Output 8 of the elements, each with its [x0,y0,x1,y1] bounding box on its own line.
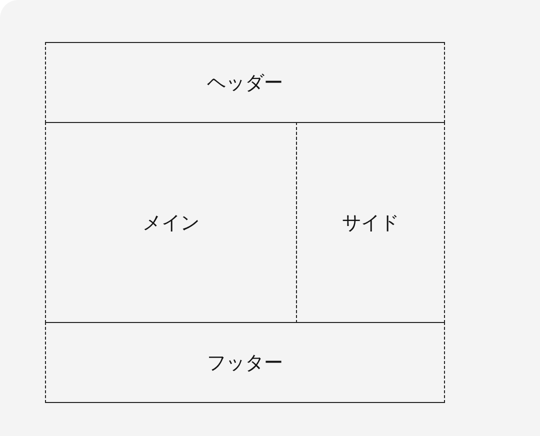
region-label: フッター [207,350,283,376]
header-region [45,42,445,123]
sidebar-region [296,122,445,323]
main-region [45,122,297,323]
region-label: サイド [342,210,399,236]
region-label: ヘッダー [207,70,283,96]
region-label: メイン [142,210,200,236]
footer-region [45,322,445,403]
